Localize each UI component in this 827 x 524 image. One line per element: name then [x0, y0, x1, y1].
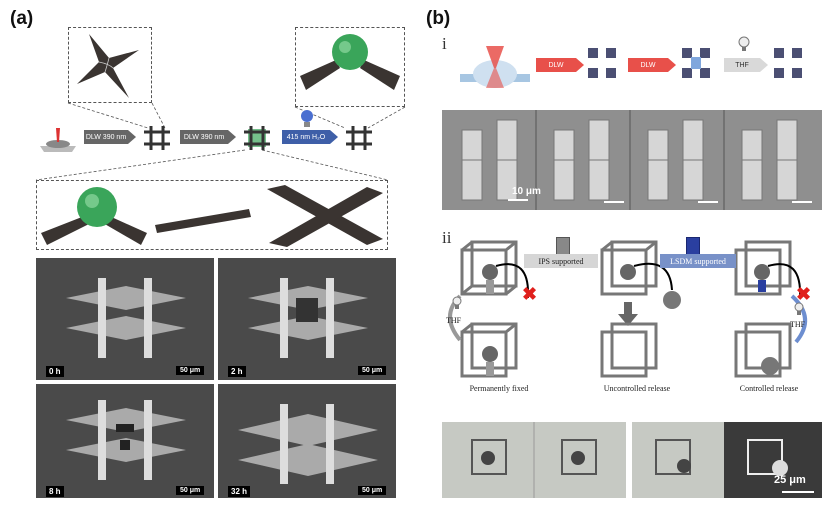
panel-b-label: (b) [426, 8, 451, 29]
sem-scale-bar-32h: 50 μm [358, 486, 387, 495]
cube-structure-icon-1 [584, 44, 620, 84]
step-arrow-3: 415 nm H₂O [282, 130, 338, 144]
part-i-label: i [442, 34, 447, 53]
lsdm-supported-label: LSDM supported [660, 254, 736, 268]
grid-structure-final-icon [342, 124, 376, 152]
zoom-box-top-right [295, 27, 405, 107]
tripod-structure-illustration [77, 34, 139, 98]
thf-right-label: THF [790, 320, 806, 329]
svg-text:✖: ✖ [522, 284, 537, 304]
sem-image-8h [36, 384, 214, 498]
scale-bar-part-i: 10 μm [512, 186, 541, 197]
ips-supported-label: IPS supported [524, 254, 598, 268]
cube-structure-icon-3 [770, 44, 806, 84]
sem-time-label-2h: 2 h [228, 366, 246, 377]
sem-image-2h [218, 258, 396, 380]
sem-scale-bar-2h: 50 μm [358, 366, 387, 375]
sem-time-label-0h: 0 h [46, 366, 64, 377]
laser-droplet-icon [458, 44, 532, 88]
part-ii-label: ii [442, 228, 452, 247]
lightbulb-right-icon [794, 302, 804, 316]
b-step-arrow-3: THF [724, 58, 768, 72]
b-step-arrow-2: DLW [628, 58, 676, 72]
lightbulb-icon-b [738, 36, 750, 52]
microscopy-image-right-a [632, 422, 724, 498]
zoom-box-bottom [36, 180, 388, 250]
molecule-illustrations [41, 185, 383, 247]
ips-cylinder-icon [556, 237, 570, 255]
grid-structure-green-icon [240, 124, 274, 152]
caption-permanently-fixed: Permanently fixed [469, 384, 529, 393]
thf-left-label: THF [446, 316, 462, 325]
scale-bar-part-ii: 25 μm [774, 474, 806, 486]
release-mechanism-diagram: ✖ ✖ [448, 240, 811, 378]
caption-uncontrolled-release: Uncontrolled release [603, 384, 671, 393]
sem-scale-bar-0h: 50 μm [176, 366, 205, 375]
sem-strip-part-i [442, 110, 822, 210]
laser-focus-icon [38, 122, 78, 152]
sem-image-0h [36, 258, 214, 380]
lsdm-cylinder-icon [686, 237, 700, 255]
microscopy-image-left-pair [442, 422, 626, 498]
zoom-box-top-left [68, 27, 152, 103]
svg-text:✖: ✖ [796, 284, 811, 304]
b-step-arrow-1: DLW [536, 58, 584, 72]
lightbulb-left-icon [452, 296, 462, 310]
sem-scale-bar-8h: 50 μm [176, 486, 205, 495]
sem-image-right-b [724, 422, 822, 498]
panel-a-label: (a) [10, 8, 34, 29]
caption-controlled-release: Controlled release [739, 384, 799, 393]
sem-image-32h [218, 384, 396, 498]
sem-time-label-32h: 32 h [228, 486, 251, 497]
lightbulb-icon [300, 108, 314, 128]
grid-structure-icon [140, 124, 174, 152]
step-arrow-1: DLW 390 nm [84, 130, 136, 144]
sphere-on-arms-illustration [300, 34, 400, 90]
connector-lines [35, 102, 406, 181]
step-arrow-2: DLW 390 nm [180, 130, 236, 144]
cube-structure-icon-2 [678, 44, 714, 84]
sem-time-label-8h: 8 h [46, 486, 64, 497]
